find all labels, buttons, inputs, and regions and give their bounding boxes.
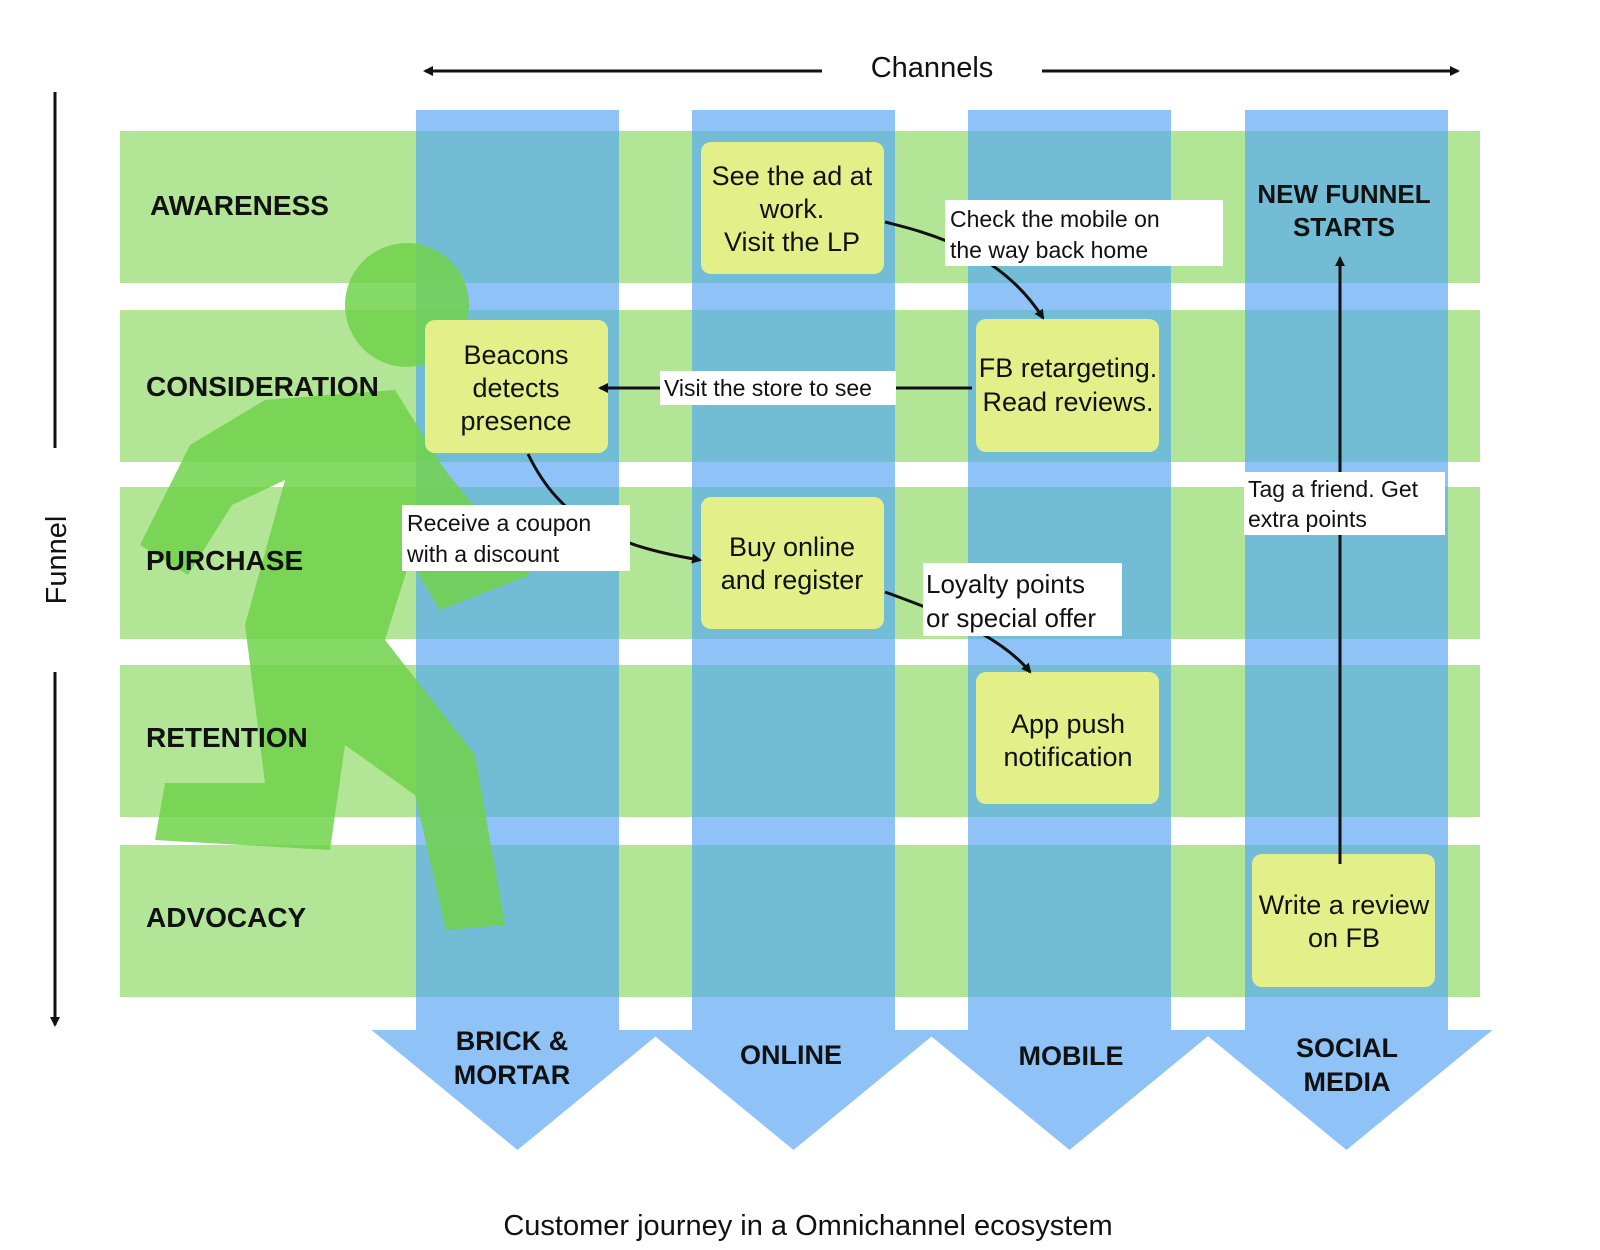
label-loyalty-bg: [923, 563, 1122, 636]
column-arrowhead-3: [1200, 1030, 1493, 1150]
channel-social-media-line2: MEDIA: [1304, 1067, 1391, 1097]
box-see-ad: [701, 142, 884, 274]
channel-brick-mortar-line1: BRICK &: [456, 1026, 569, 1056]
stage-labels: AWARENESS CONSIDERATION PURCHASE RETENTI…: [146, 190, 379, 933]
label-check-mobile-line1: Check the mobile on: [950, 206, 1160, 232]
box-beacons-line2: detects: [472, 373, 559, 403]
box-fb-retargeting-line1: FB retargeting.: [979, 353, 1158, 383]
box-buy-online: [701, 497, 884, 629]
box-buy-online-line2: and register: [721, 565, 864, 595]
column-arrowhead-0: [371, 1030, 664, 1150]
box-beacons: [425, 320, 608, 453]
box-app-push-line2: notification: [1003, 742, 1132, 772]
label-tag-friend-bg: [1244, 472, 1445, 535]
overlap-3-0: [1245, 131, 1448, 283]
label-loyalty-line1: Loyalty points: [926, 569, 1085, 599]
new-funnel-line1: NEW FUNNEL: [1257, 179, 1430, 209]
box-see-ad-line1: See the ad at: [712, 161, 873, 191]
channel-online: ONLINE: [740, 1040, 842, 1070]
box-buy-online-line1: Buy online: [729, 532, 855, 562]
overlap-1-3: [692, 665, 895, 817]
label-coupon-line2: with a discount: [406, 541, 560, 567]
box-see-ad-line2: work.: [759, 194, 825, 224]
column-arrowhead-1: [647, 1030, 940, 1150]
box-app-push: [976, 672, 1159, 804]
channel-social-media-line1: SOCIAL: [1296, 1033, 1398, 1063]
label-visit-store-bg: [660, 371, 896, 405]
label-check-mobile-bg: [945, 200, 1223, 266]
box-app-push-line1: App push: [1011, 709, 1125, 739]
channels-label: Channels: [871, 52, 994, 84]
label-coupon-bg: [402, 505, 630, 571]
stage-purchase: PURCHASE: [146, 545, 303, 576]
label-tag-friend-line1: Tag a friend. Get: [1248, 476, 1419, 502]
column-arrowhead-2: [923, 1030, 1216, 1150]
box-beacons-line1: Beacons: [463, 340, 568, 370]
label-check-mobile-line2: the way back home: [950, 237, 1148, 263]
box-see-ad-line3: Visit the LP: [724, 227, 860, 257]
label-visit-store: Visit the store to see: [664, 375, 872, 401]
box-write-review-line1: Write a review: [1259, 890, 1430, 920]
overlap-1-4: [692, 845, 895, 997]
stage-awareness: AWARENESS: [150, 190, 329, 221]
stage-advocacy: ADVOCACY: [146, 902, 307, 933]
diagram-caption: Customer journey in a Omnichannel ecosys…: [503, 1210, 1112, 1242]
channel-arrowheads: [371, 1030, 1493, 1150]
box-fb-retargeting: [976, 319, 1159, 452]
channel-mobile: MOBILE: [1019, 1041, 1124, 1071]
label-tag-friend-line2: extra points: [1248, 506, 1367, 532]
stage-consideration: CONSIDERATION: [146, 371, 379, 402]
connector-labels: Check the mobile on the way back home Vi…: [402, 200, 1445, 636]
overlap-2-4: [968, 845, 1171, 997]
overlap-3-3: [1245, 665, 1448, 817]
channels-axis: Channels: [423, 52, 1460, 84]
box-beacons-line3: presence: [460, 406, 571, 436]
box-write-review: [1252, 854, 1435, 987]
box-fb-retargeting-line2: Read reviews.: [982, 387, 1153, 417]
box-write-review-line2: on FB: [1308, 923, 1380, 953]
stage-retention: RETENTION: [146, 722, 308, 753]
label-coupon-line1: Receive a coupon: [407, 510, 591, 536]
channel-brick-mortar-line2: MORTAR: [454, 1060, 570, 1090]
channel-labels: BRICK & MORTAR ONLINE MOBILE SOCIAL MEDI…: [454, 1026, 1398, 1097]
touchpoint-boxes: See the ad at work. Visit the LP Beacons…: [425, 142, 1435, 987]
funnel-label: Funnel: [41, 516, 73, 605]
new-funnel-line2: STARTS: [1293, 212, 1395, 242]
funnel-axis: Funnel: [41, 92, 73, 1027]
overlap-3-1: [1245, 310, 1448, 462]
overlap-0-0: [416, 131, 619, 283]
label-loyalty-line2: or special offer: [926, 603, 1096, 633]
